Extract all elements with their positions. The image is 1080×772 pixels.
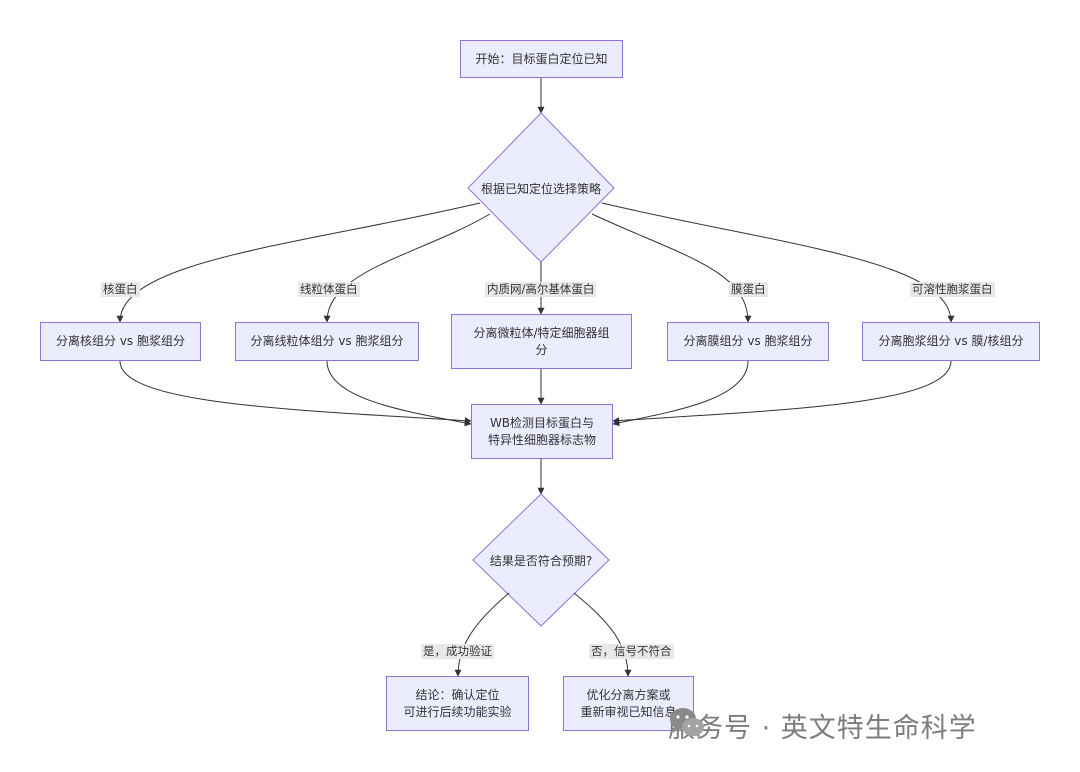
decision-result-label: 结果是否符合预期? [489,554,593,568]
box-cytosol-fraction-label: 分离胞浆组分 vs 膜/核组分 [878,334,1024,348]
box-nuclear-fraction: 分离核组分 vs 胞浆组分 [40,322,201,361]
optimize-label: 优化分离方案或 重新审视已知信息 [580,687,677,719]
edge-to-branch-nuclear [116,202,481,323]
edge-label-membrane: 膜蛋白 [729,282,768,297]
edge-label-nuclear: 核蛋白 [101,282,140,297]
wb-detect-label: WB检测目标蛋白与 特异性细胞器标志物 [487,415,596,447]
watermark-text: 服务号 · 英文特生命科学 [668,713,977,744]
edge-to-branch-mito [323,213,491,323]
box-membrane-fraction: 分离膜组分 vs 胞浆组分 [667,322,829,361]
box-cytosol-fraction: 分离胞浆组分 vs 膜/核组分 [862,322,1040,361]
wechat-icon [670,708,704,739]
edge-to-branch-membrane [591,213,752,323]
box-membrane-fraction-label: 分离膜组分 vs 胞浆组分 [683,334,813,348]
watermark: 服务号 · 英文特生命科学 [668,706,977,745]
edge-to-branch-cytosol [601,202,955,323]
edge-to-outcome-no [573,592,632,677]
edge-membrane-to-detect [612,360,749,427]
conclusion-label: 结论：确认定位 可进行后续功能实验 [403,687,512,719]
box-mito-fraction: 分离线粒体组分 vs 胞浆组分 [235,322,419,361]
edge-label-cytosol: 可溶性胞浆蛋白 [910,282,995,297]
box-er-fraction: 分离微粒体/特定细胞器组 分 [451,314,632,369]
box-er-fraction-label: 分离微粒体/特定细胞器组 分 [473,325,610,357]
edge-cytosol-to-detect [612,360,952,425]
edge-label-yes: 是，成功验证 [421,644,494,659]
edge-label-er: 内质网/高尔基体蛋白 [485,282,597,297]
start-node-label: 开始：目标蛋白定位已知 [475,51,608,66]
edge-to-outcome-yes [454,592,510,677]
conclusion-node: 结论：确认定位 可进行后续功能实验 [386,676,529,731]
decision-strategy-label: 根据已知定位选择策略 [480,182,601,196]
box-mito-fraction-label: 分离线粒体组分 vs 胞浆组分 [250,334,404,348]
wb-detect-node: WB检测目标蛋白与 特异性细胞器标志物 [471,404,613,459]
decision-result-diamond [472,493,610,627]
start-node: 开始：目标蛋白定位已知 [460,40,623,78]
edge-mito-to-detect [326,360,472,427]
edge-label-mito: 线粒体蛋白 [298,282,360,297]
box-nuclear-fraction-label: 分离核组分 vs 胞浆组分 [56,334,185,348]
edge-label-no: 否，信号不符合 [589,644,674,659]
edge-nuclear-to-detect [119,360,472,425]
